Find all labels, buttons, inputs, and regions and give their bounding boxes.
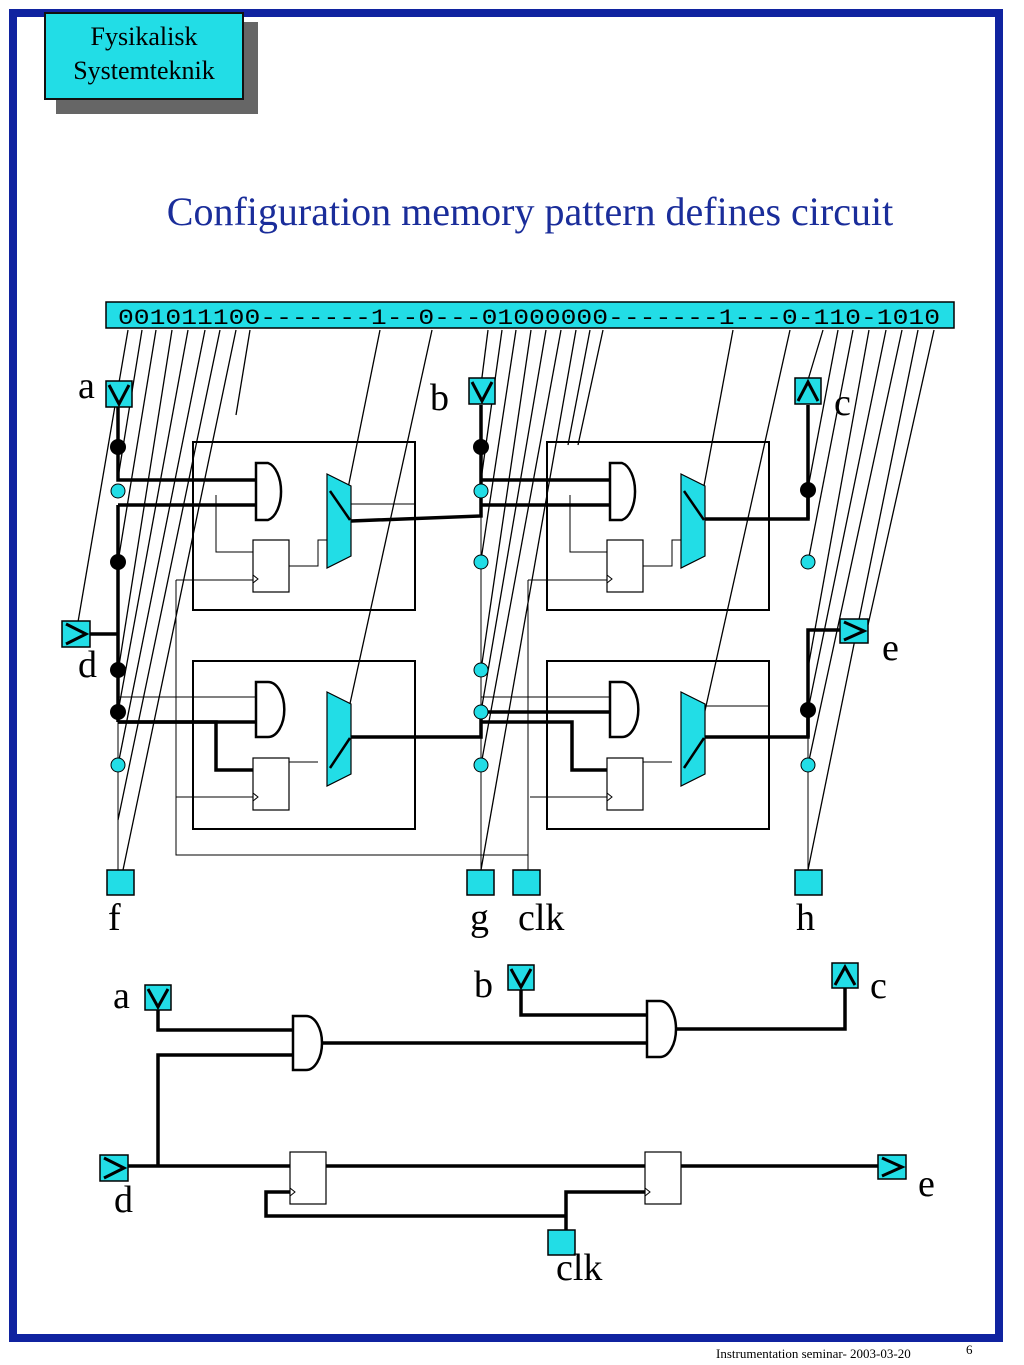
label-d: d — [78, 644, 97, 686]
ff-clock-marks — [252, 574, 613, 802]
label-b-equivalent: b — [474, 964, 493, 1006]
badge-line-2: Systemteknik — [73, 56, 215, 85]
routing-tracks — [117, 516, 809, 870]
slide-title: Configuration memory pattern defines cir… — [166, 189, 894, 234]
footer-text: Instrumentation seminar- 2003-03-20 — [716, 1346, 911, 1361]
label-clk-equivalent: clk — [556, 1247, 602, 1289]
open-switches — [110, 483, 816, 773]
cell-internal-wiring — [118, 495, 768, 870]
pad-h — [794, 869, 823, 896]
io-pads — [61, 377, 869, 896]
label-e: e — [882, 627, 899, 669]
label-g: g — [470, 897, 489, 939]
label-b: b — [430, 377, 449, 419]
config-memory-bar — [105, 301, 955, 329]
label-a-equivalent: a — [113, 975, 130, 1017]
org-badge: Fysikalisk Systemteknik — [44, 12, 244, 100]
equivalent-ff-clock-marks — [289, 1187, 651, 1197]
mux-selected-paths — [328, 490, 706, 769]
equivalent-pads — [99, 962, 907, 1256]
label-d-equivalent: d — [114, 1179, 133, 1221]
logic-cell-bottom-right — [546, 660, 770, 830]
label-e-equivalent: e — [918, 1163, 935, 1205]
cell-and-gates — [254, 461, 640, 739]
equivalent-and-gates — [291, 999, 678, 1072]
badge-line-1: Fysikalisk — [90, 22, 198, 51]
label-c-equivalent: c — [870, 965, 887, 1007]
logic-cell-top-right — [546, 441, 770, 611]
slide-frame — [9, 9, 1003, 1342]
page-number: 6 — [966, 1342, 973, 1357]
label-clk: clk — [518, 897, 564, 939]
label-c: c — [834, 382, 851, 424]
logic-cells — [192, 441, 770, 830]
logic-cell-bottom-left — [192, 660, 416, 830]
label-h: h — [796, 897, 815, 939]
logic-cell-top-left — [192, 441, 416, 611]
config-bits-text: 001011100-------1--0---01000000-------1-… — [118, 306, 940, 331]
equivalent-circuit-wires — [128, 988, 878, 1230]
routed-signals — [90, 405, 840, 772]
cell-flipflops — [252, 539, 644, 811]
closed-switches — [110, 439, 816, 720]
pad-f — [106, 869, 135, 896]
config-lines — [77, 329, 935, 871]
equivalent-flipflops — [289, 1151, 682, 1205]
pad-clk — [512, 869, 541, 896]
label-a: a — [78, 365, 95, 407]
pad-g — [466, 869, 495, 896]
label-f: f — [108, 897, 121, 939]
